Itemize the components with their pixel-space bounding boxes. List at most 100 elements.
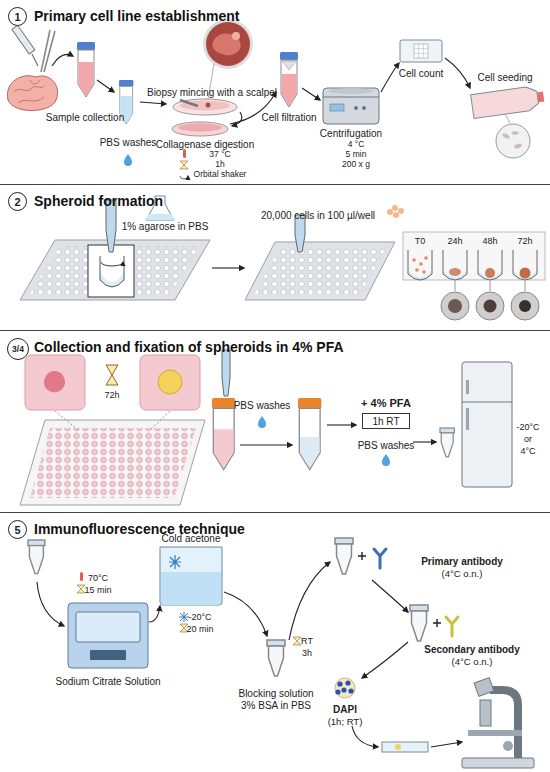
water-bath xyxy=(90,650,126,660)
eppendorf-tube xyxy=(29,546,43,574)
step-label: Primary antibody xyxy=(421,556,503,568)
biopsy-photo xyxy=(232,32,240,40)
step-label: Blocking solution xyxy=(238,688,313,700)
filtration-tube xyxy=(280,52,298,60)
filtration-tube xyxy=(280,52,298,107)
eppendorf-tube xyxy=(410,605,428,641)
flow-arrow xyxy=(149,606,160,622)
filtration-tube xyxy=(282,61,296,70)
cell-suspension xyxy=(392,205,398,211)
spheroid-micrograph xyxy=(476,292,504,320)
step-label: or xyxy=(524,434,532,444)
dapi-nuclei xyxy=(341,687,346,692)
well-plate xyxy=(20,411,205,505)
syringe xyxy=(12,25,35,54)
condition-box: 1h RT xyxy=(362,413,410,429)
step-label: (4°C o.n.) xyxy=(442,569,483,580)
step-label: 3% BSA in PBS xyxy=(241,700,311,712)
flow-arrow xyxy=(445,58,470,88)
cell-micrograph xyxy=(512,131,519,135)
falcon-tube xyxy=(298,398,321,470)
well-inset xyxy=(101,262,123,266)
condition-icons xyxy=(180,161,188,169)
well-plate xyxy=(20,420,205,505)
well-plate xyxy=(20,240,210,300)
condition-icons xyxy=(77,585,85,593)
syringe xyxy=(32,54,38,66)
well-closeup xyxy=(140,355,200,410)
petri-dish-biopsy xyxy=(180,100,198,106)
step-label: DAPI xyxy=(333,704,357,716)
brain-sample xyxy=(14,80,44,103)
step-label: -20°C xyxy=(516,422,539,432)
filtration-tube xyxy=(282,74,297,106)
timeline-panel xyxy=(408,270,432,280)
step-label: 200 x g xyxy=(342,160,370,170)
microscope xyxy=(474,678,494,697)
hourglass xyxy=(106,365,118,385)
step-label: 15 min xyxy=(84,585,111,595)
water-bath xyxy=(76,612,140,642)
dapi-nuclei xyxy=(348,688,353,693)
eppendorf-tube xyxy=(267,640,285,646)
eppendorf-tube xyxy=(269,646,284,676)
step-label: 37 °C xyxy=(209,150,230,160)
step-number-text: 5 xyxy=(14,524,20,536)
step-label: RT xyxy=(301,636,313,646)
water-bath xyxy=(68,603,148,668)
cell-micrograph xyxy=(514,143,523,149)
falcon-tube xyxy=(212,398,235,408)
freezer xyxy=(462,402,512,403)
falcon-tube xyxy=(299,408,320,469)
condition-icons xyxy=(180,149,188,179)
eppendorf-tube xyxy=(28,540,45,546)
flow-arrow xyxy=(240,444,292,445)
step-label: Secondary antibody xyxy=(424,644,520,656)
glass-slide xyxy=(382,742,428,752)
step-label: (1h; RT) xyxy=(328,717,363,728)
glass-slide xyxy=(382,742,428,752)
hemocytometer xyxy=(414,44,428,58)
condition-icons xyxy=(183,149,186,158)
section-heading: Primary cell line establishment xyxy=(34,8,239,24)
eppendorf-tube xyxy=(410,605,428,611)
centrifuge xyxy=(330,104,344,111)
step-label: Sample collection xyxy=(46,112,124,124)
microscope xyxy=(468,730,522,736)
beaker xyxy=(161,572,221,605)
flow-arrow xyxy=(352,726,378,747)
plus-sign xyxy=(433,619,441,627)
flow-arrow xyxy=(224,592,267,636)
step-number-text: 3/4 xyxy=(12,344,24,354)
antibody-symbol xyxy=(446,617,458,636)
falcon-tube xyxy=(298,398,321,408)
freezer xyxy=(466,380,469,394)
centrifuge xyxy=(323,88,379,124)
section-panel: Immunofluorescence technique5 xyxy=(0,512,550,772)
cell-micrograph xyxy=(505,114,510,123)
freezer xyxy=(462,362,512,487)
condition-icons xyxy=(180,176,188,179)
culture-flask xyxy=(537,92,544,103)
flow-arrow xyxy=(37,582,64,626)
water-bath xyxy=(68,603,148,668)
flow-arrow xyxy=(97,80,114,92)
sample-tube xyxy=(77,42,95,50)
flow-arrow xyxy=(289,562,330,640)
spheroid-micrograph xyxy=(441,281,539,320)
agarose-flask xyxy=(146,214,174,220)
pipette xyxy=(222,350,230,396)
well-closeup xyxy=(25,355,200,410)
culture-flask xyxy=(471,86,540,119)
biopsy-photo xyxy=(203,19,253,69)
well-plate xyxy=(245,242,395,300)
step-label: 4 °C xyxy=(348,140,365,150)
step-label: 1% agarose in PBS xyxy=(122,221,209,233)
spheroid-micrograph xyxy=(525,281,526,291)
flow-arrow xyxy=(362,642,408,678)
centrifuge xyxy=(329,88,373,94)
section-heading: Collection and fixation of spheroids in … xyxy=(34,339,344,355)
step-label: + 4% PFA xyxy=(361,397,411,410)
step-number: 3/4 xyxy=(7,338,29,360)
petri-dish-biopsy xyxy=(180,101,230,111)
